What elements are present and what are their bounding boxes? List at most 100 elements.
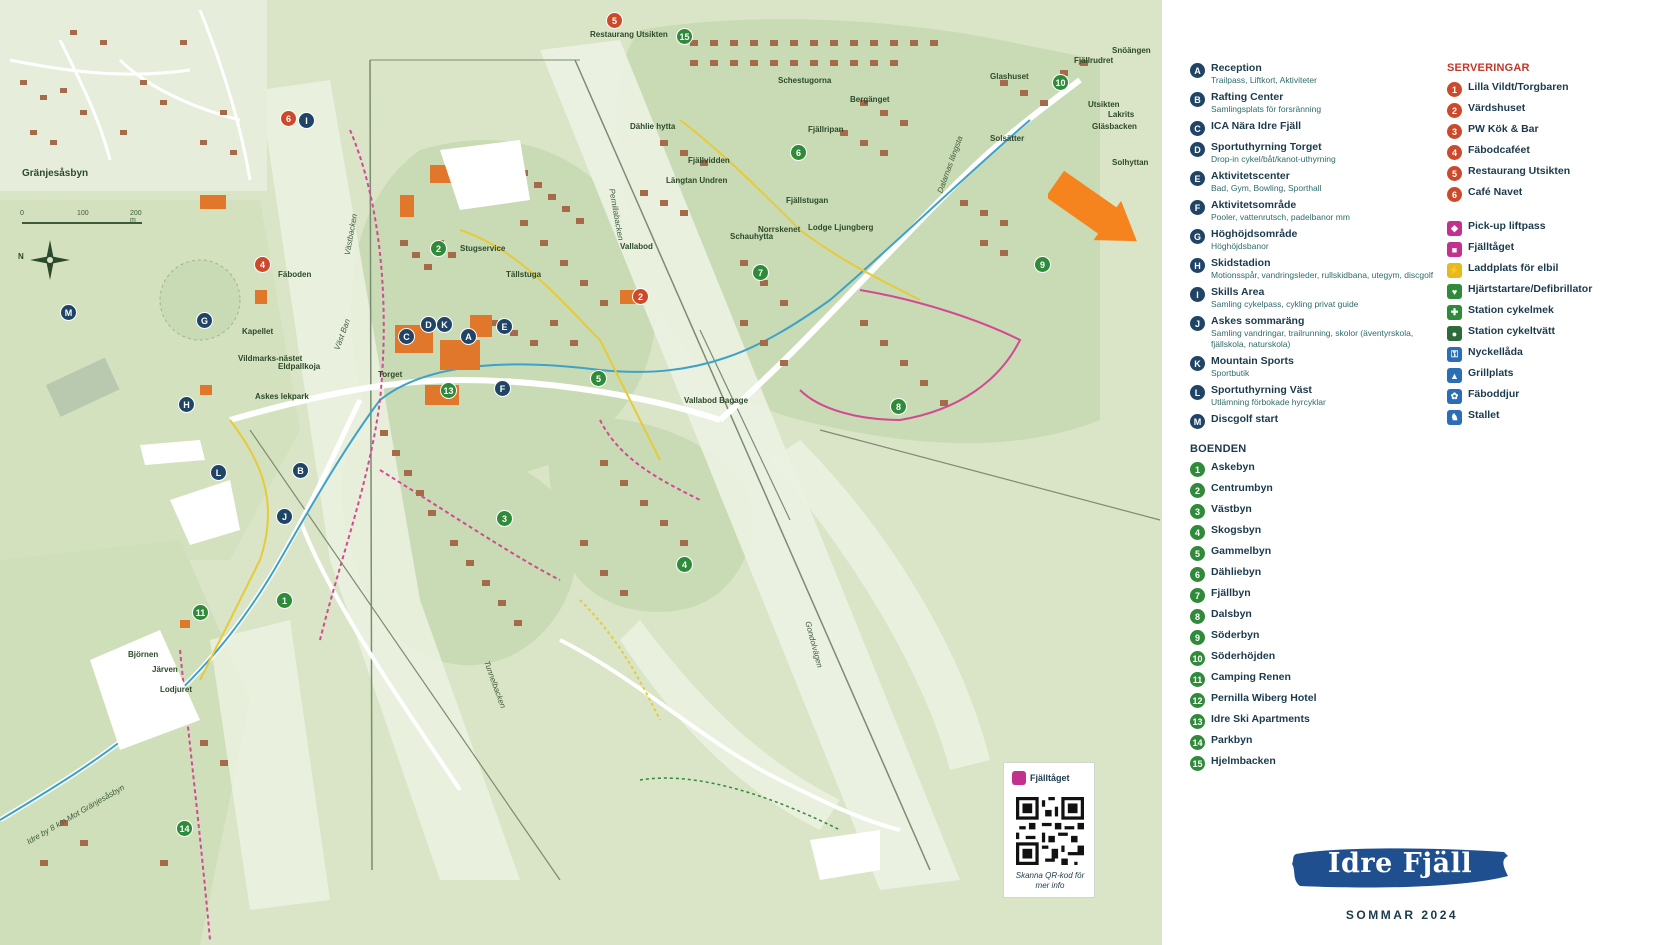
legend-title: Discgolf start	[1211, 413, 1279, 425]
pin-accommodation-1[interactable]: 1	[276, 592, 293, 609]
pin-b-rafting-center[interactable]: B	[292, 462, 309, 479]
legend-sub: Motionsspår, vandringsleder, rullskidban…	[1211, 270, 1434, 280]
pin-e-aktivitetscenter[interactable]: E	[496, 318, 513, 335]
pin-restaurant-4[interactable]: 4	[254, 256, 271, 273]
map-label-solhyttan: Solhyttan	[1112, 158, 1149, 167]
compass-north-label: N	[18, 252, 24, 261]
fjalltaget-qr-panel[interactable]: Fjälltåget Skanna QR-kod för mer info	[1003, 762, 1095, 898]
legend-title: Camping Renen	[1211, 671, 1291, 683]
pin-i-skills-area[interactable]: I	[298, 112, 315, 129]
pin-accommodation-8[interactable]: 8	[890, 398, 907, 415]
legend-title: Hjärtstartare/Defibrillator	[1468, 283, 1593, 295]
legend-item-m[interactable]: M Discgolf start	[1190, 413, 1445, 429]
service-item-bike-station[interactable]: ✚Station cykelmek	[1447, 304, 1672, 320]
pin-d-sportuthyrning-torget[interactable]: D	[420, 316, 437, 333]
pin-accommodation-14[interactable]: 14	[176, 820, 193, 837]
map-label-lodge-ljungberg: Lodge Ljungberg	[808, 223, 874, 232]
pin-accommodation-15[interactable]: 15	[676, 28, 693, 45]
pin-j-askes-sommarang[interactable]: J	[276, 508, 293, 525]
pin-accommodation-9[interactable]: 9	[1034, 256, 1051, 273]
pin-restaurant-6[interactable]: 6	[280, 110, 297, 127]
service-item-stable[interactable]: ♞Stallet	[1447, 409, 1672, 425]
legend-title: Askes sommaräng	[1211, 315, 1305, 327]
pin-accommodation-4[interactable]: 4	[676, 556, 693, 573]
mountain-train-icon: ■	[1447, 242, 1462, 257]
pin-l-sportuthyrning-vast[interactable]: L	[210, 464, 227, 481]
service-item-grill[interactable]: ▲Grillplats	[1447, 367, 1672, 383]
badge-boenden: 1	[1190, 462, 1205, 477]
pin-m-discgolf[interactable]: M	[60, 304, 77, 321]
service-item-pickup-liftpass[interactable]: ◆Pick-up liftpass	[1447, 220, 1672, 236]
badge-l: L	[1190, 385, 1205, 400]
pin-a-reception[interactable]: A	[460, 328, 477, 345]
pin-f-aktivitetsomrade[interactable]: F	[494, 380, 511, 397]
boenden-item[interactable]: 11 Camping Renen	[1190, 671, 1445, 687]
service-item-key-box[interactable]: ⚿Nyckellåda	[1447, 346, 1672, 362]
map-label-eldpallkoja: Eldpallkoja	[278, 362, 321, 371]
pin-accommodation-5[interactable]: 5	[590, 370, 607, 387]
service-item-farm-animals[interactable]: ✿Fäboddjur	[1447, 388, 1672, 404]
legend-title: Söderbyn	[1211, 629, 1260, 641]
badge-boenden: 11	[1190, 672, 1205, 687]
legend-sub: Höghöjdsbanor	[1211, 241, 1269, 251]
pin-accommodation-3[interactable]: 3	[496, 510, 513, 527]
pin-accommodation-13[interactable]: 13	[440, 382, 457, 399]
farm-animals-icon: ✿	[1447, 389, 1462, 404]
badge-boenden: 13	[1190, 714, 1205, 729]
pin-h-skidstadion[interactable]: H	[178, 396, 195, 413]
pin-accommodation-2[interactable]: 2	[430, 240, 447, 257]
pin-k-mountain-sports[interactable]: K	[436, 316, 453, 333]
pin-g-hoghojdsomrade[interactable]: G	[196, 312, 213, 329]
service-item-defibrillator[interactable]: ♥Hjärtstartare/Defibrillator	[1447, 283, 1672, 299]
pin-restaurant-5[interactable]: 5	[606, 12, 623, 29]
pin-accommodation-11[interactable]: 11	[192, 604, 209, 621]
pin-accommodation-10[interactable]: 10	[1052, 74, 1069, 91]
boenden-item[interactable]: 13 Idre Ski Apartments	[1190, 713, 1445, 729]
service-item-charging[interactable]: ⚡Laddplats för elbil	[1447, 262, 1672, 278]
resort-map[interactable]: Gränjesåsbyn Torget Stugservice Fäboden …	[0, 0, 1162, 945]
pin-c-ica[interactable]: C	[398, 328, 415, 345]
service-item-bike-wash[interactable]: ●Station cykeltvätt	[1447, 325, 1672, 341]
pin-restaurant-2[interactable]: 2	[632, 288, 649, 305]
legend-item-c[interactable]: C ICA Nära Idre Fjäll	[1190, 120, 1445, 136]
pin-accommodation-6[interactable]: 6	[790, 144, 807, 161]
qr-code-icon[interactable]	[1016, 797, 1084, 865]
service-item-fjalltaget[interactable]: ■Fjälltåget	[1447, 241, 1672, 257]
legend-title: Aktivitetscenter	[1211, 170, 1290, 182]
pin-accommodation-7[interactable]: 7	[752, 264, 769, 281]
legend-title: Idre Ski Apartments	[1211, 713, 1310, 725]
map-label-schauhytta: Schauhytta	[730, 232, 774, 241]
brand-logo-shape	[1292, 848, 1508, 888]
